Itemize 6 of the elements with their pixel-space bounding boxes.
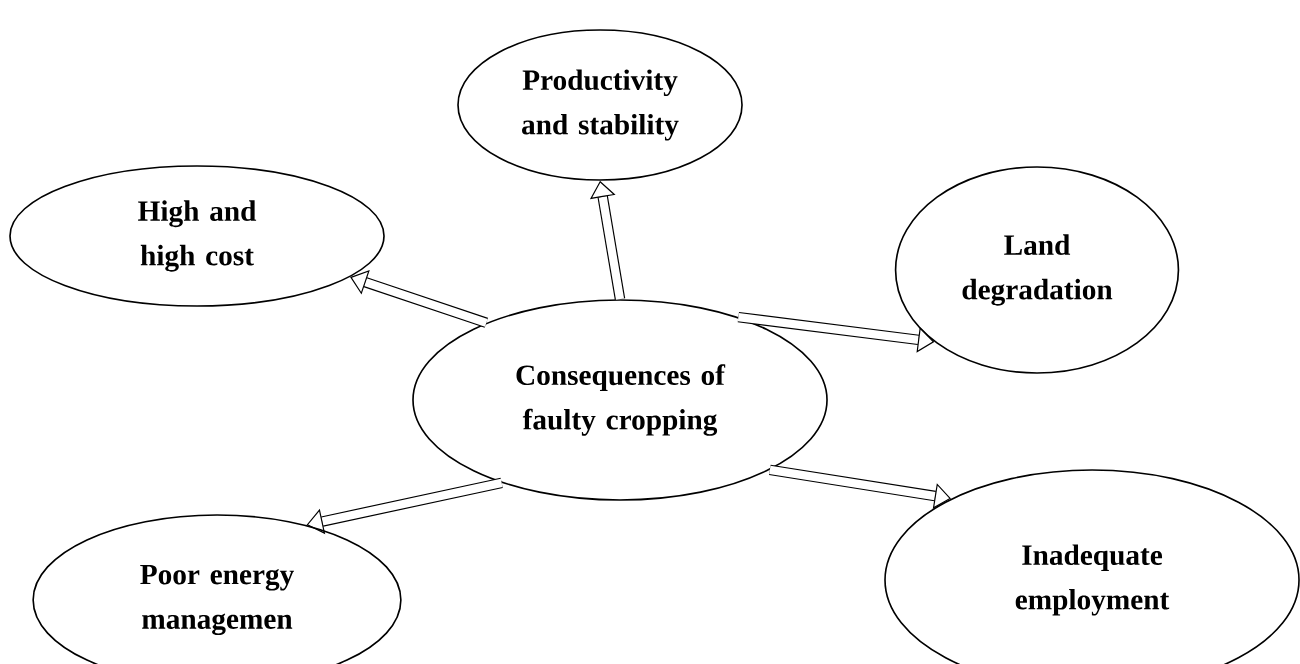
hollow-arrow xyxy=(306,477,503,535)
ellipse-node: High and high cost xyxy=(9,165,385,307)
ellipse-node: Consequences of faulty cropping xyxy=(412,299,828,501)
ellipse-node: Land degradation xyxy=(894,166,1180,374)
hollow-arrow xyxy=(769,464,951,509)
ellipse-node: Productivity and stability xyxy=(457,29,743,181)
